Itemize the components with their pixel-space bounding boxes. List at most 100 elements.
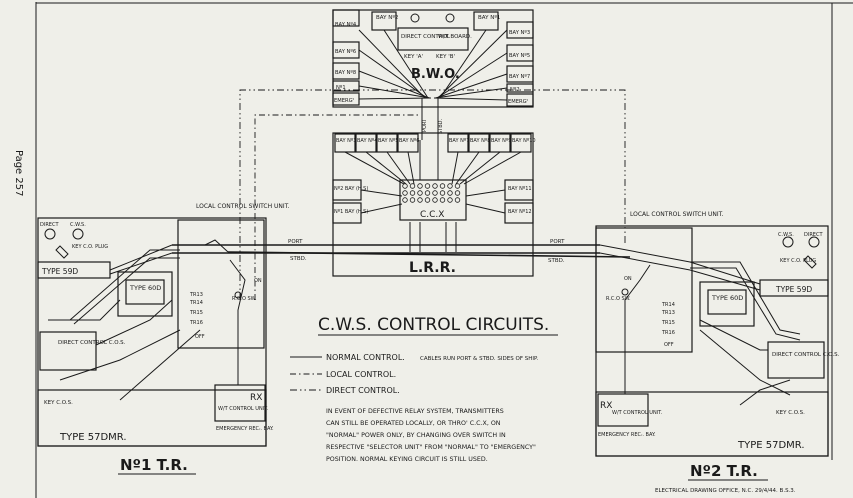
tr1-local-control-label: LOCAL CONTROL SWITCH UNIT. — [196, 203, 290, 210]
direct-control-route — [239, 89, 626, 300]
lrr-bay-label: BAY Nº10 — [512, 138, 536, 144]
tr2-type57: TYPE 57DMR. — [737, 440, 805, 451]
ccx-jack — [454, 183, 461, 189]
tr2-local-control-label: LOCAL CONTROL SWITCH UNIT. — [630, 211, 724, 218]
bwo-bay-label: BAY Nº4 — [335, 22, 357, 28]
tr1-rx: RX — [250, 393, 262, 403]
tr2-direct-label: DIRECT — [804, 232, 823, 238]
tr1-off-label: OFF — [195, 334, 205, 340]
tr1-key-plug-icon — [55, 245, 69, 259]
lrr-side-bay-label: Nº1 BAY (H.S) — [334, 209, 368, 215]
tr1-rco-switch-icon — [234, 291, 242, 299]
tr2-title: Nº2 T.R. — [690, 462, 758, 480]
ccx-box — [399, 179, 467, 221]
legend: NORMAL CONTROL. CABLES RUN PORT & STBD. … — [290, 353, 538, 395]
bwo-label: B.W.O. — [411, 67, 460, 82]
tr2-type59d: TYPE 59D — [775, 285, 812, 294]
ccx-jack — [432, 183, 438, 189]
ccx-jack — [417, 197, 423, 203]
note-line: "NORMAL" POWER ONLY, BY CHANGING OVER SW… — [326, 432, 506, 439]
ccx-jack — [432, 190, 438, 196]
bwo-direct-control: DIRECT CONTROL — [401, 34, 451, 40]
lrr-bay-label: BAY Nº7 — [449, 138, 469, 144]
tr2-type59d-box — [759, 279, 829, 297]
bwo-outline — [332, 9, 534, 108]
tr2-off-label: OFF — [664, 342, 674, 348]
tr2-rco: R.C.O SW. — [606, 296, 631, 302]
lrr-bay-label: BAY Nº5 — [378, 138, 398, 144]
tr1-type59d: TYPE 59D — [41, 267, 78, 276]
ccx-jack — [424, 183, 431, 189]
tr2-emergency: EMERGENCY RECᵣ. BAY. — [598, 432, 656, 438]
tr2-dial-icon — [808, 236, 820, 248]
bwo-bay-label: BAY Nº1 — [478, 14, 500, 21]
tr1-type60d-box — [117, 271, 173, 317]
lrr-bay-label: BAY Nº9 — [491, 138, 511, 144]
bwo-control-box — [397, 27, 469, 51]
tr2-wt-unit-box — [597, 393, 649, 427]
note-line: CAN STILL BE OPERATED LOCALLY, OR THRO' … — [326, 420, 501, 427]
lrr-panel: BAY Nº3 BAY Nº4 BAY Nº5 BAY Nº6 BAY Nº7 … — [332, 132, 536, 277]
ccx-jack — [417, 190, 423, 196]
bwo-bay-label: BAY Nº6 — [335, 49, 356, 55]
lrr-bay-label: BAY Nº3 — [336, 138, 356, 144]
bwo-bay-label: Nº2 — [510, 87, 520, 93]
bwo-fan-wires — [358, 29, 508, 101]
bwo-panel: BAY Nº2 BAY Nº1 BAY Nº4 BAY Nº6 BAY Nº8 … — [332, 9, 534, 140]
tr2-switch-unit — [595, 227, 693, 353]
ccx-jack — [447, 183, 453, 189]
tr2-tr-label: TR14 — [661, 302, 675, 308]
bwo-bay-label: EMERGᵗ — [508, 99, 529, 105]
tr1-wt-unit-box — [214, 384, 266, 422]
tr1-tr-label: TR13 — [189, 292, 203, 298]
lrr-top-right-bays: BAY Nº7 BAY Nº8 BAY Nº9 BAY Nº10 — [447, 133, 536, 153]
ccx-label: C.C.X — [420, 210, 444, 220]
bwo-bay-label: BAY Nº2 — [376, 14, 398, 21]
tr2-type60d: TYPE 60D — [711, 294, 743, 302]
lrr-top-left-bays: BAY Nº3 BAY Nº4 BAY Nº5 BAY Nº6 — [334, 133, 419, 153]
note-line: IN EVENT OF DEFECTIVE RELAY SYSTEM, TRAN… — [326, 408, 504, 415]
tr2-room: LOCAL CONTROL SWITCH UNIT. C.W.S. DIRECT… — [595, 211, 840, 457]
lrr-bay-label: BAY Nº4 — [357, 138, 377, 144]
tr2-rco-switch-icon — [621, 288, 629, 296]
lrr-label: L.R.R. — [409, 260, 456, 276]
tr1-57dmr-box — [37, 389, 267, 447]
ccx-jack — [402, 197, 408, 203]
tr1-dial-icon — [72, 228, 84, 240]
tr2-type60d-inner — [707, 289, 747, 315]
tr2-rx: RX — [600, 401, 612, 411]
port-label: PORT — [288, 239, 303, 245]
tr1-key-plug-label: KEY C.O. PLUG — [72, 244, 108, 250]
bwo-key-a: KEY 'A' — [404, 54, 423, 60]
tr2-cws-label: C.W.S. — [778, 232, 794, 238]
tr1-type60d-inner — [125, 279, 165, 305]
tr2-57dmr-box — [595, 391, 829, 457]
tr1-key-cos: KEY C.O.S. — [44, 400, 73, 406]
bwo-wt-board: W/T BOARD. — [438, 34, 472, 40]
bwo-key-b: KEY 'B' — [436, 54, 455, 60]
tr2-direct-cos-box — [767, 341, 825, 379]
tr1-wiring — [48, 239, 246, 401]
bwo-bay-label: BAY Nº5 — [509, 53, 530, 59]
lrr-side-bay-label: BAY Nº12 — [508, 209, 532, 215]
legend-normal-note: CABLES RUN PORT & STBD. SIDES OF SHIP. — [420, 356, 538, 362]
tr2-tr-label: TR15 — [661, 320, 675, 326]
tr1-title: Nº1 T.R. — [120, 456, 188, 474]
tr2-wt-control: W/T CONTROL UNIT. — [612, 410, 663, 416]
ccx-jack — [409, 197, 416, 203]
bwo-bay-box — [332, 9, 360, 27]
bwo-bay-label: BAY Nº7 — [509, 74, 530, 80]
tr2-direct-cos: DIRECT CONTROL C.O.S. — [772, 352, 840, 358]
local-control-route — [254, 114, 420, 300]
tr2-tr-label: TR13 — [661, 310, 675, 316]
tr1-emergency: EMERGENCY RECᵣ. BAY. — [216, 426, 274, 432]
note-line: RESPECTIVE "SELECTOR UNIT" FROM "NORMAL"… — [326, 444, 536, 451]
tr1-tr-label: TR14 — [189, 300, 203, 306]
tr1-direct-cos: DIRECT CONTROL C.O.S. — [58, 340, 126, 346]
ccx-jack — [439, 190, 446, 196]
stbd-label: STBD. — [548, 258, 565, 264]
tr2-key-cos: KEY C.O.S. — [776, 410, 805, 416]
ccx-jack — [424, 197, 431, 203]
tr1-room: LOCAL CONTROL SWITCH UNIT. DIRECT C.W.S.… — [37, 203, 290, 447]
